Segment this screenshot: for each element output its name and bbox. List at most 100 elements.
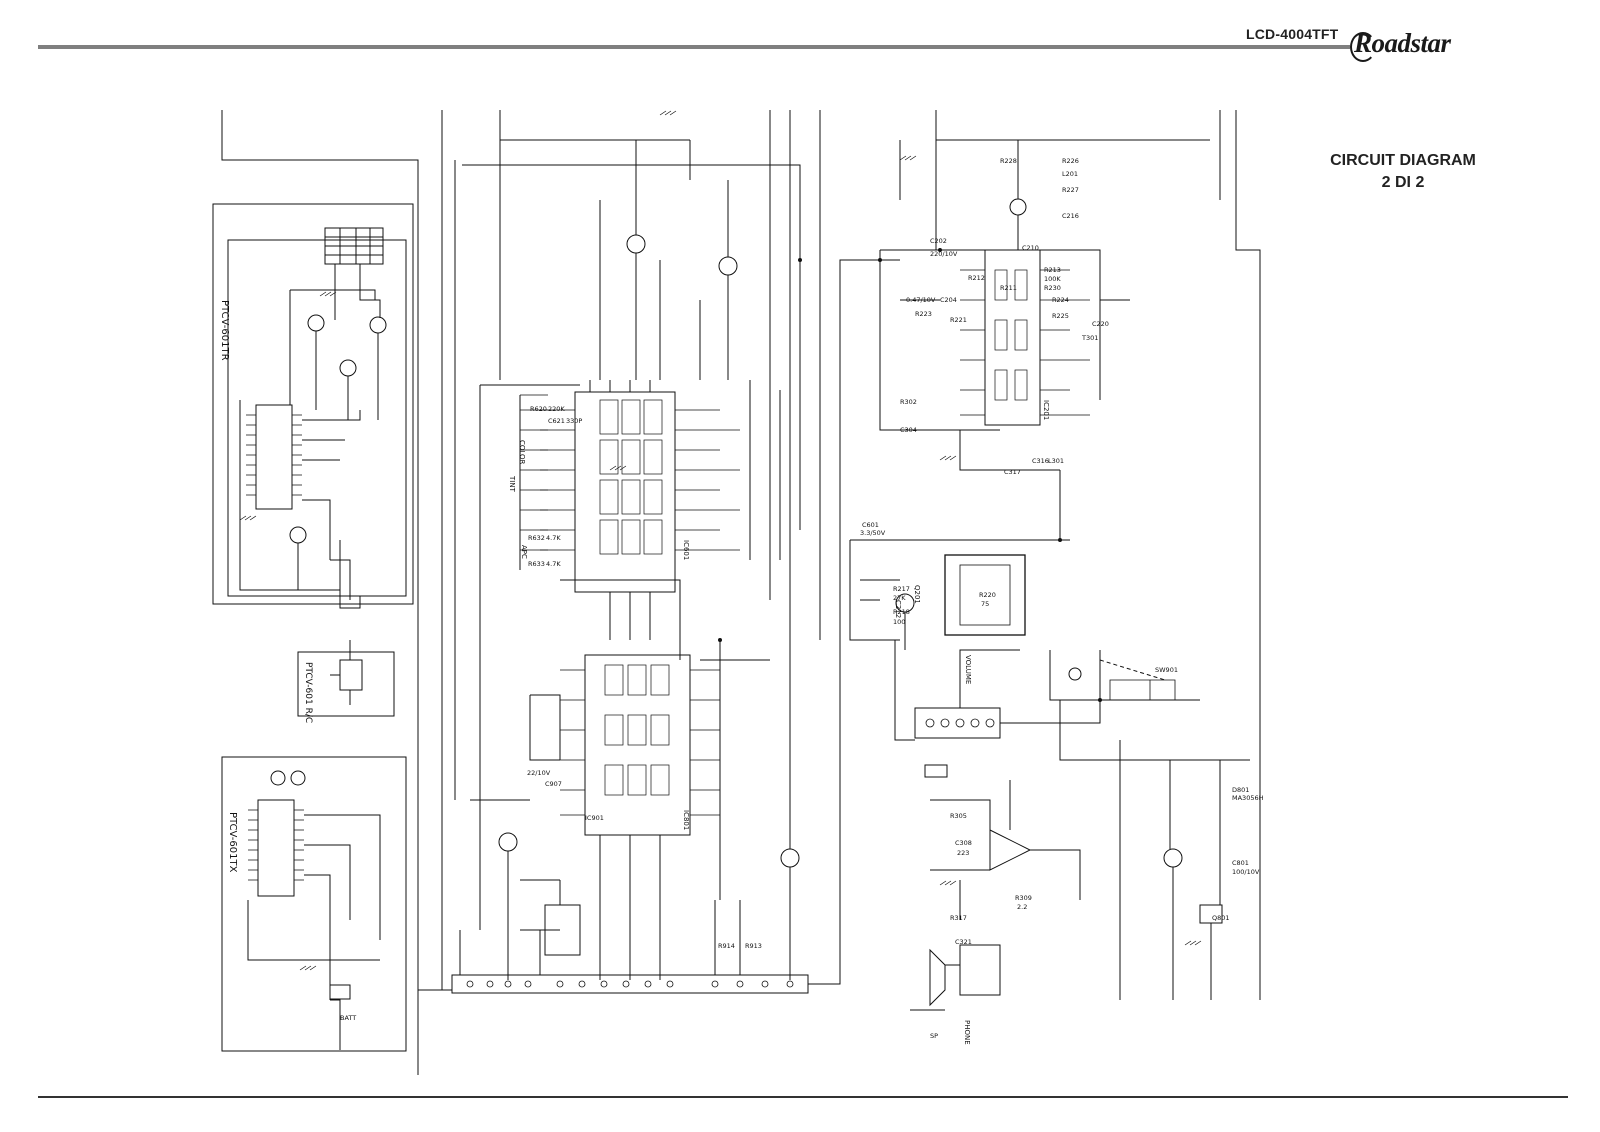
- brand-logo-mark: [1350, 32, 1376, 62]
- model-number: LCD-4004TFT: [1246, 26, 1339, 42]
- label-c907-val: 22/10V: [527, 769, 551, 777]
- label-c202-val: 220/10V: [930, 250, 958, 258]
- label-t301: T301: [1081, 334, 1098, 342]
- label-r225: R225: [1052, 312, 1069, 320]
- ic-ptz-tr: [255, 404, 293, 510]
- label-r224: R224: [1052, 296, 1069, 304]
- title-line-1: CIRCUIT DIAGRAM: [1330, 152, 1476, 169]
- label-ic601: IC601: [682, 540, 690, 560]
- label-ic201: IC201: [1042, 400, 1050, 420]
- footer-rule: [38, 1096, 1568, 1098]
- label-batt: BATT: [340, 1014, 356, 1022]
- label-r213: R213: [1044, 266, 1061, 274]
- label-sw901: SW901: [1155, 666, 1178, 674]
- label-r218: R218: [893, 608, 910, 616]
- label-ic901: IC901: [585, 814, 604, 822]
- label-c202: C202: [930, 237, 947, 245]
- label-l201: L201: [1062, 170, 1078, 178]
- transistor-q4: [289, 526, 307, 544]
- page-title: CIRCUIT DIAGRAM 2 DI 2: [1308, 150, 1498, 194]
- transistor-q3: [307, 314, 325, 332]
- label-q201: Q201: [913, 585, 921, 604]
- label-c601-val: 3.3/50V: [860, 529, 886, 537]
- label-q801: Q801: [1212, 914, 1230, 922]
- left-frame-line: [221, 110, 419, 1075]
- label-r620: R620: [530, 405, 547, 413]
- label-r230: R230: [1044, 284, 1061, 292]
- board-label-text-tx: PTCV-601TX: [227, 812, 238, 873]
- label-phone: PHONE: [963, 1020, 971, 1045]
- label-r302: R302: [900, 398, 917, 406]
- label-r212: R212: [968, 274, 985, 282]
- label-color: COLOR: [518, 440, 526, 465]
- label-sp: SP: [930, 1032, 938, 1040]
- label-tint: TINT: [508, 475, 516, 493]
- label-c317: C317: [1004, 468, 1021, 476]
- board-ptcv601tr: [212, 203, 414, 605]
- label-d801: D801: [1232, 786, 1249, 794]
- label-d801-val: MA3056H: [1232, 794, 1264, 802]
- label-r223: R223: [915, 310, 932, 318]
- label-l301: L301: [1048, 457, 1064, 465]
- ic801-block: [584, 654, 691, 836]
- board-label-text-rc: PTCV-601 R/C: [303, 662, 313, 723]
- audio-amp-symbol: [989, 829, 1032, 871]
- label-c308-val: 223: [957, 849, 969, 857]
- label-r213-val: 100K: [1044, 275, 1061, 283]
- label-c220: C220: [1092, 320, 1109, 328]
- board-ptcv601tx: [221, 756, 407, 1052]
- label-r317: R317: [950, 914, 967, 922]
- brand-logo: Roadstar: [1354, 28, 1451, 58]
- label-c308: C308: [955, 839, 972, 847]
- label-r309: R309: [1015, 894, 1032, 902]
- label-r226: R226: [1062, 157, 1079, 165]
- transistor-q2: [369, 316, 387, 334]
- label-r221: R221: [950, 316, 967, 324]
- label-r220: R220: [979, 591, 996, 599]
- label-r217-val: 27K: [893, 594, 906, 602]
- transistor-q1: [339, 359, 357, 377]
- label-r633: R633: [528, 560, 545, 568]
- label-c621: C621: [548, 417, 565, 425]
- label-c210: C210: [1022, 244, 1039, 252]
- label-r913: R913: [745, 942, 762, 950]
- label-c316: C316: [1032, 457, 1049, 465]
- label-c304: C304: [900, 426, 917, 434]
- label-r228: R228: [1000, 157, 1017, 165]
- ic201-block: [984, 249, 1041, 426]
- label-c801-val: 100/10V: [1232, 868, 1260, 876]
- label-c801: C801: [1232, 859, 1249, 867]
- label-r632-val: 4.7K: [546, 534, 561, 542]
- label-r633-val: 4.7K: [546, 560, 561, 568]
- label-c907: C907: [545, 780, 562, 788]
- label-r217: R217: [893, 585, 910, 593]
- label-ic801: IC801: [682, 810, 690, 830]
- label-c204-val: 0.47/10V: [906, 296, 936, 304]
- ic601-block: [574, 391, 676, 593]
- label-r305: R305: [950, 812, 967, 820]
- ic-ptz-tx: [257, 799, 295, 897]
- label-c321: C321: [955, 938, 972, 946]
- board-ptcv601rc: [297, 651, 395, 717]
- label-volume: VOLUME: [964, 655, 972, 684]
- label-r227: R227: [1062, 186, 1079, 194]
- label-c601: C601: [862, 521, 879, 529]
- title-line-2: 2 DI 2: [1381, 174, 1425, 191]
- label-apc: APC: [520, 545, 528, 559]
- label-c216: C216: [1062, 212, 1079, 220]
- label-r620-val: 220K: [548, 405, 565, 413]
- label-r218-val: 100: [893, 618, 905, 626]
- label-r211: R211: [1000, 284, 1017, 292]
- label-r632: R632: [528, 534, 545, 542]
- board-label-text-tr: PTCV-601TR: [219, 300, 230, 361]
- label-c204: C204: [940, 296, 957, 304]
- label-r220-val: 75: [981, 600, 989, 608]
- speaker-icon: [929, 948, 946, 1007]
- header-rule: [38, 45, 1350, 49]
- label-r914: R914: [718, 942, 735, 950]
- label-c212: C212: [894, 600, 902, 618]
- board-label-ptcv601tr: PTCV-601TR: [219, 300, 230, 361]
- label-r309-val: 2.2: [1017, 903, 1027, 911]
- label-c621-val: 330P: [566, 417, 582, 425]
